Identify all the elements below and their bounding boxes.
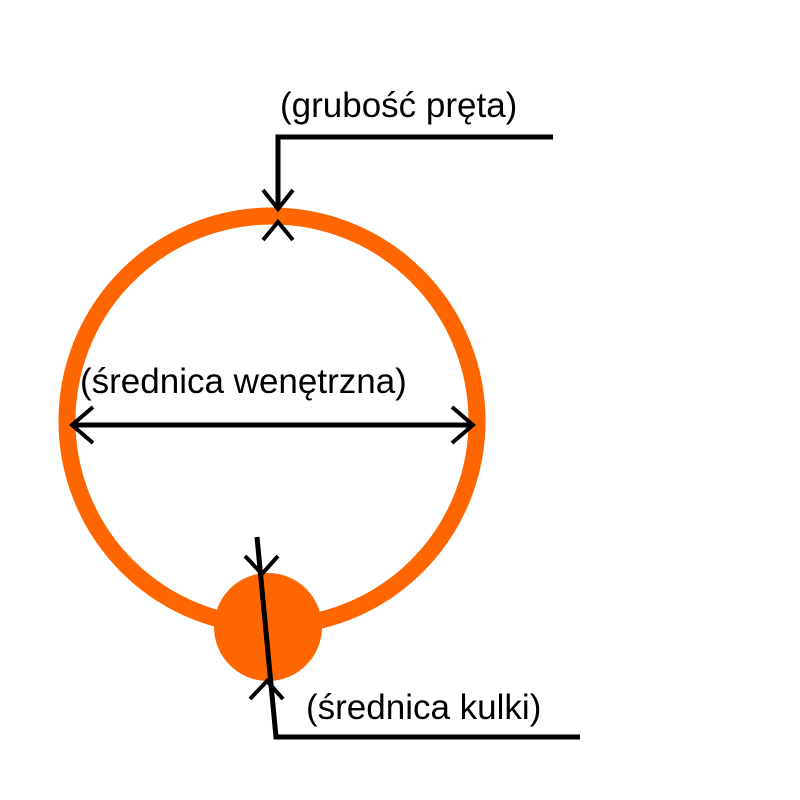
ball-diameter-label: (średnica kulki)	[306, 688, 541, 727]
ball-diameter-arrowhead-bottom	[248, 678, 285, 701]
inner-diameter-arrowhead-left	[68, 405, 95, 445]
inner-diameter-label: (średnica wenętrzna)	[80, 362, 407, 401]
rod-thickness-arrowhead-top	[261, 188, 295, 213]
rod-thickness-arrowhead-bottom	[261, 218, 295, 242]
rod-thickness-label: (grubość pręta)	[280, 86, 517, 125]
inner-diameter-arrowhead-right	[450, 405, 477, 445]
ball-diameter-leader-line	[254, 536, 580, 740]
ball-diameter-arrowhead-top	[243, 554, 280, 577]
rod-thickness-leader-line	[275, 134, 553, 209]
